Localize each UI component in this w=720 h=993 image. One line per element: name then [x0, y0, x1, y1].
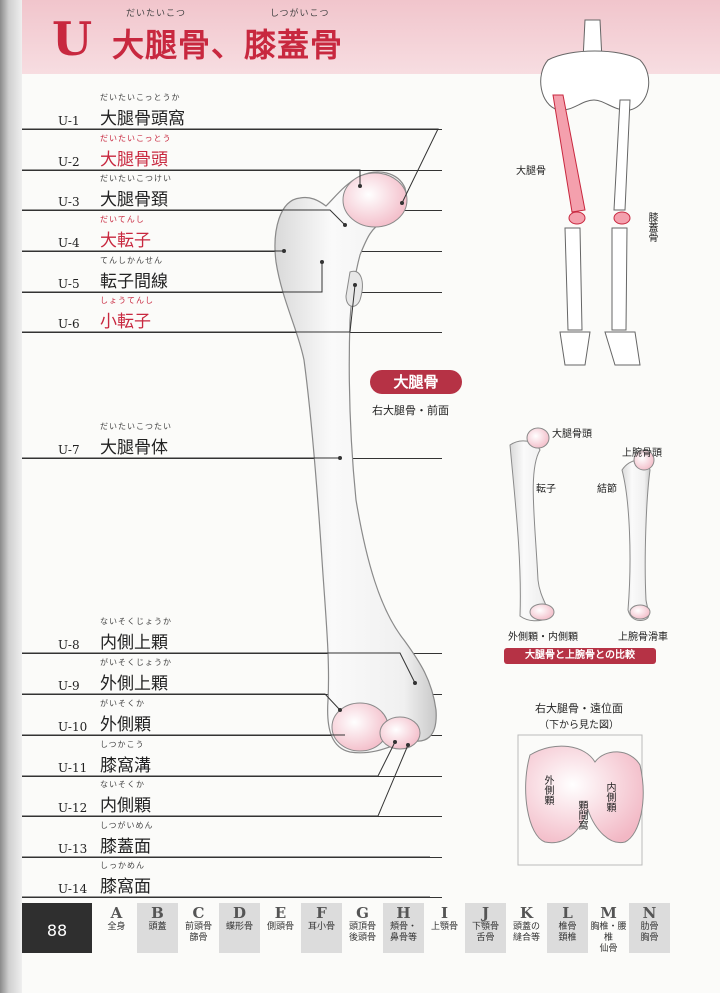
- term-kana: がいそくじょうか: [100, 658, 172, 667]
- figure-badge: 大腿骨: [370, 370, 462, 394]
- term-kana: だいたいこつけい: [100, 174, 172, 183]
- term-name: 内側上顆: [100, 633, 168, 653]
- term-kana: てんしかんせん: [100, 256, 163, 265]
- term-kana: しょうてんし: [100, 296, 154, 305]
- page-title: 大腿骨、膝蓋骨: [112, 26, 344, 64]
- term-code: U-1: [58, 114, 80, 128]
- term-code: U-4: [58, 236, 80, 250]
- term-code: U-14: [58, 882, 88, 896]
- distal-title: 右大腿骨・遠位面: [535, 702, 623, 715]
- term-kana: ないそくじょうか: [100, 617, 172, 626]
- term-name: 大腿骨頭窩: [100, 109, 185, 129]
- term-code: U-12: [58, 801, 88, 815]
- term-name: 外側顆: [100, 715, 151, 735]
- femoral-head: [342, 172, 408, 228]
- term-code: U-11: [58, 761, 88, 775]
- label-tubercle: 結節: [597, 484, 617, 495]
- term-code: U-9: [58, 679, 80, 693]
- label-trochlea: 上腕骨滑車: [618, 632, 668, 643]
- term-name: 膝窩面: [100, 877, 151, 897]
- term-kana: しつがいめん: [100, 821, 154, 830]
- term-kana: しっかめん: [100, 861, 145, 870]
- term-kana: だいたいこっとうか: [100, 93, 181, 102]
- comparison-caption: 大腿骨と上腕骨との比較: [504, 648, 656, 664]
- term-name: 内側顆: [100, 796, 151, 816]
- term-kana: だいたいこっとう: [100, 134, 172, 143]
- term-name: 大腿骨体: [100, 438, 168, 458]
- term-name: 外側上顆: [100, 674, 168, 694]
- skeleton-overview: [540, 19, 650, 366]
- distal-label-intercondylar: 顆間窩: [576, 800, 587, 830]
- term-name: 大転子: [100, 231, 151, 251]
- femur-shape: [274, 171, 437, 754]
- distal-label-medial: 内側顆: [604, 782, 615, 812]
- term-code: U-13: [58, 842, 88, 856]
- term-kana: だいてんし: [100, 215, 145, 224]
- term-name: 大腿骨頚: [100, 190, 168, 210]
- book-spine: [0, 0, 22, 993]
- term-code: U-2: [58, 155, 80, 169]
- label-trochanter: 転子: [536, 484, 556, 495]
- label-humerus-head: 上腕骨頭: [622, 448, 662, 459]
- term-code: U-5: [58, 277, 80, 291]
- page-number: 88: [22, 903, 92, 953]
- term-code: U-10: [58, 720, 88, 734]
- distal-label-lateral: 外側顆: [542, 775, 553, 805]
- term-kana: だいたいこつたい: [100, 422, 172, 431]
- ruby-patella: しつがいこつ: [270, 9, 330, 19]
- medial-condyle: [379, 716, 421, 750]
- term-code: U-7: [58, 443, 80, 457]
- label-condyles: 外側顆・内側顆: [508, 632, 578, 643]
- term-kana: しつかこう: [100, 740, 145, 749]
- ruby-femur: だいたいこつ: [126, 9, 187, 19]
- term-name: 膝蓋面: [100, 837, 151, 857]
- term-name: 膝窩溝: [100, 756, 151, 776]
- term-kana: ないそくか: [100, 780, 145, 789]
- term-code: U-3: [58, 195, 80, 209]
- term-kana: がいそくか: [100, 699, 145, 708]
- figure-caption: 右大腿骨・前面: [372, 404, 449, 417]
- term-row: てんしかんせん U-5 転子間線: [22, 253, 442, 293]
- skeleton-label-patella: 膝蓋骨: [646, 212, 657, 242]
- skeleton-label-femur: 大腿骨: [516, 166, 546, 177]
- term-row: ないそくか U-12 内側顆: [22, 777, 442, 817]
- distal-subtitle: （下から見た図）: [539, 720, 619, 731]
- term-name: 転子間線: [100, 272, 168, 292]
- term-name: 小転子: [100, 312, 151, 332]
- distal-view: [517, 734, 644, 866]
- label-femur-head: 大腿骨頭: [552, 429, 592, 440]
- section-letter: U: [52, 12, 93, 66]
- term-code: U-8: [58, 638, 80, 652]
- term-code: U-6: [58, 317, 80, 331]
- term-name: 大腿骨頭: [100, 150, 168, 170]
- comparison-figure: [509, 427, 655, 622]
